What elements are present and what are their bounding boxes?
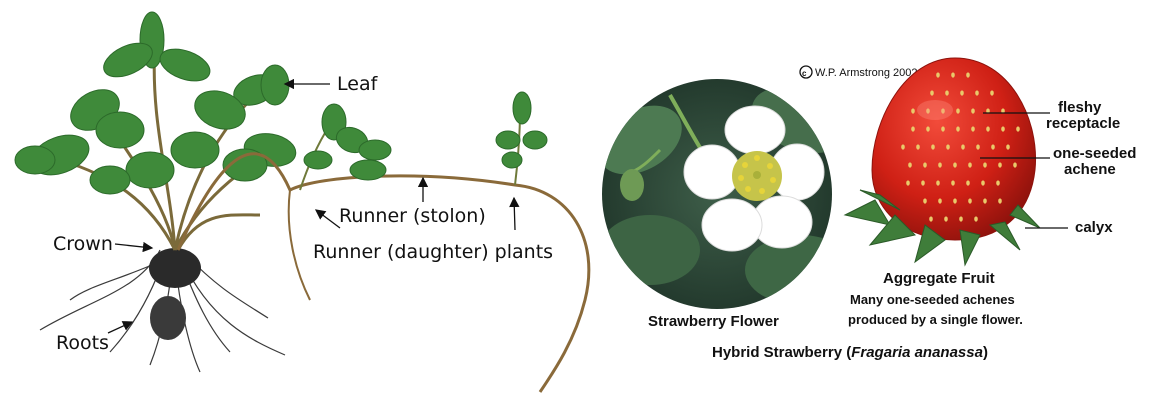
achene-dot bbox=[974, 216, 978, 221]
roots-label: Roots bbox=[56, 332, 109, 354]
achene-dot bbox=[966, 180, 970, 185]
achene-dot bbox=[936, 180, 940, 185]
achene-dot bbox=[991, 144, 995, 149]
achene-dot bbox=[971, 108, 975, 113]
daughter-pointer-1 bbox=[316, 210, 340, 228]
achene-dot bbox=[1013, 162, 1017, 167]
flower-photo bbox=[586, 75, 857, 309]
achene-dot bbox=[951, 180, 955, 185]
achene-label-line1: one-seeded bbox=[1053, 145, 1136, 162]
aggregate-desc-line1: Many one-seeded achenes bbox=[850, 292, 1015, 307]
achene-dot bbox=[921, 180, 925, 185]
achene-dot bbox=[951, 72, 955, 77]
calyx-label: calyx bbox=[1075, 219, 1113, 236]
runner-stolon-label: Runner (stolon) bbox=[339, 205, 486, 227]
daughter-plant-2 bbox=[496, 92, 547, 185]
copyright-mark: c bbox=[800, 66, 812, 78]
achene-dot bbox=[1001, 126, 1005, 131]
achene-dot bbox=[916, 144, 920, 149]
runner-daughter-label: Runner (daughter) plants bbox=[313, 241, 553, 263]
achene-dot bbox=[968, 198, 972, 203]
achene-dot bbox=[996, 180, 1000, 185]
aggregate-desc-line2: produced by a single flower. bbox=[848, 312, 1023, 327]
achene-dot bbox=[938, 162, 942, 167]
achene-dot bbox=[960, 90, 964, 95]
achene-dot bbox=[929, 216, 933, 221]
achene-dot bbox=[908, 162, 912, 167]
achene-dot bbox=[986, 126, 990, 131]
achene-dot bbox=[906, 180, 910, 185]
flower-caption: Strawberry Flower bbox=[648, 313, 779, 330]
achene-dot bbox=[981, 180, 985, 185]
achene-dot bbox=[998, 162, 1002, 167]
achene-dot bbox=[990, 90, 994, 95]
achene-dot bbox=[983, 198, 987, 203]
achene-dot bbox=[983, 162, 987, 167]
achene-dot bbox=[926, 126, 930, 131]
achene-dot bbox=[931, 144, 935, 149]
achene-label-line2: achene bbox=[1064, 161, 1116, 178]
achene-dot bbox=[961, 144, 965, 149]
crown-pointer bbox=[115, 244, 152, 248]
achene-dot bbox=[941, 126, 945, 131]
achene-dot bbox=[946, 144, 950, 149]
achene-dot bbox=[1006, 144, 1010, 149]
achene-dot bbox=[953, 198, 957, 203]
achene-dot bbox=[968, 162, 972, 167]
achene-dot bbox=[944, 216, 948, 221]
achene-dot bbox=[966, 72, 970, 77]
svg-text:c: c bbox=[802, 69, 807, 78]
achene-dot bbox=[976, 144, 980, 149]
crown-label: Crown bbox=[53, 233, 113, 255]
achene-dot bbox=[971, 126, 975, 131]
root-mass bbox=[149, 248, 201, 288]
berry-body bbox=[872, 58, 1036, 240]
runner-stolon-line bbox=[178, 154, 589, 392]
achene-dot bbox=[956, 126, 960, 131]
achene-dot bbox=[959, 216, 963, 221]
aggregate-fruit-title: Aggregate Fruit bbox=[883, 270, 995, 287]
species-caption: Hybrid Strawberry (Fragaria ananassa) bbox=[712, 344, 988, 361]
achene-dot bbox=[938, 198, 942, 203]
strawberry-fruit bbox=[845, 58, 1040, 265]
receptacle-label-line1: fleshy bbox=[1058, 99, 1102, 116]
copyright-text: W.P. Armstrong 2002 bbox=[815, 67, 918, 79]
achene-dot bbox=[911, 108, 915, 113]
achene-dot bbox=[901, 144, 905, 149]
achene-dot bbox=[923, 198, 927, 203]
root-mass-lower bbox=[150, 296, 186, 340]
runner-root-line bbox=[289, 190, 310, 300]
receptacle-label-line2: receptacle bbox=[1046, 115, 1120, 132]
achene-dot bbox=[975, 90, 979, 95]
achene-dot bbox=[930, 90, 934, 95]
achene-dot bbox=[936, 72, 940, 77]
achene-dot bbox=[1016, 126, 1020, 131]
achene-dot bbox=[911, 126, 915, 131]
achene-dot bbox=[956, 108, 960, 113]
achene-dot bbox=[923, 162, 927, 167]
leaf-label: Leaf bbox=[337, 73, 379, 95]
achene-dot bbox=[998, 198, 1002, 203]
roots-pointer bbox=[108, 322, 132, 333]
daughter-pointer-2 bbox=[514, 198, 515, 230]
plant-stems bbox=[60, 45, 275, 250]
achene-dot bbox=[953, 162, 957, 167]
achene-dot bbox=[945, 90, 949, 95]
